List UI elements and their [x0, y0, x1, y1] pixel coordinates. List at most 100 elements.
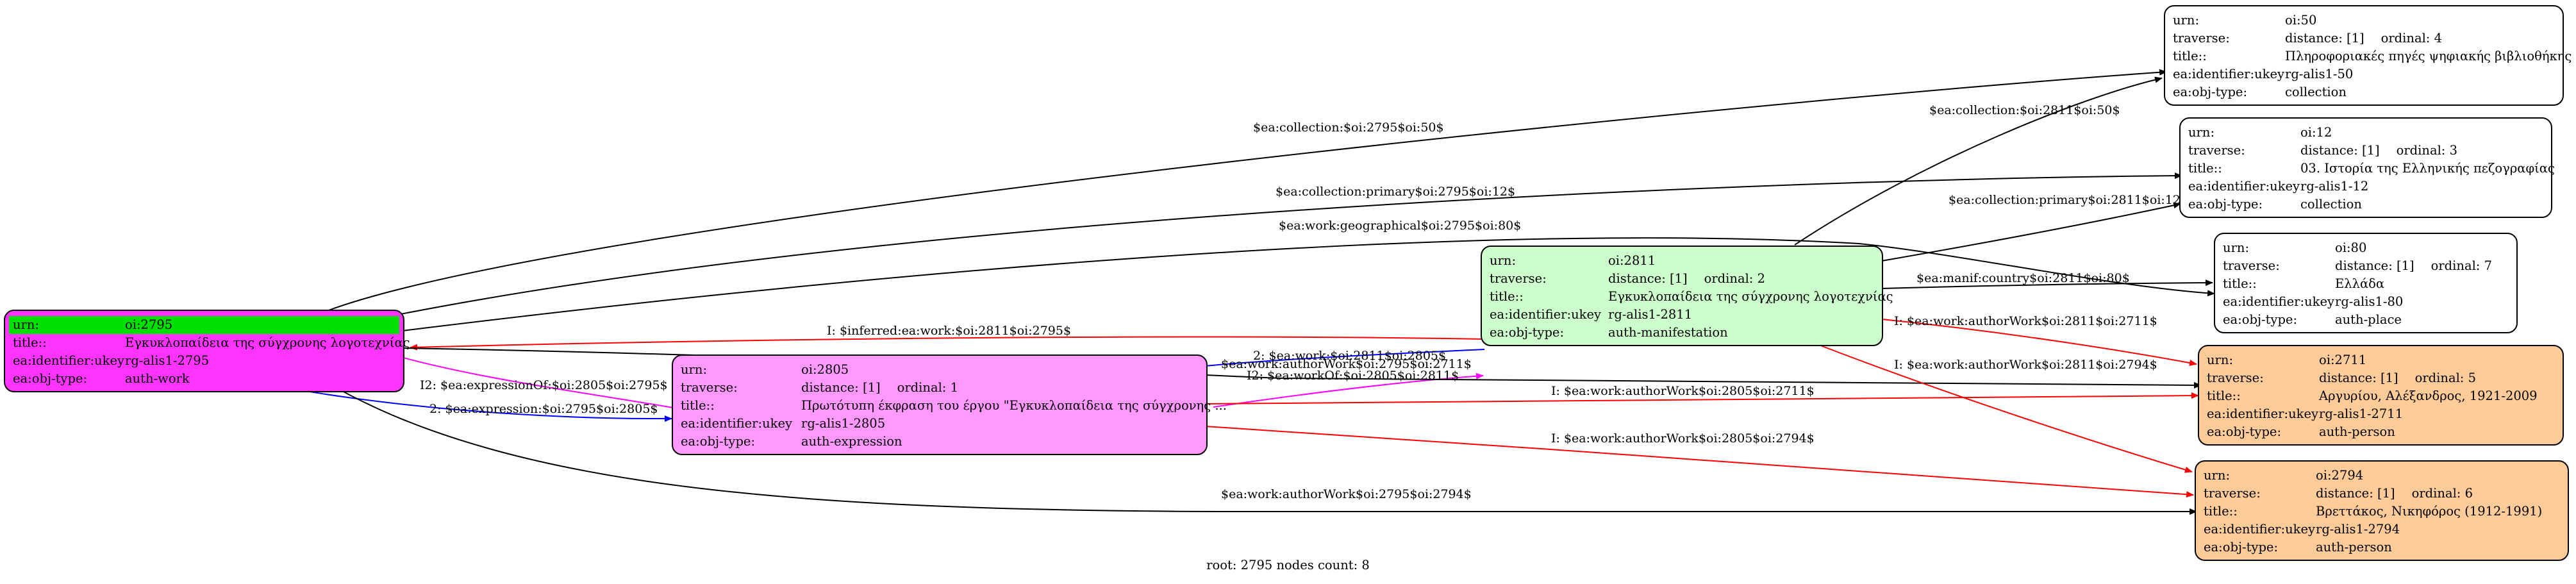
edge-2811-12 — [1877, 202, 2181, 262]
node-2795-urn-row: urn: oi:2795 — [9, 316, 399, 334]
traverse-key: traverse: — [2173, 31, 2230, 46]
urn-key: urn: — [2173, 13, 2200, 28]
distance-value: distance: [1] — [2285, 31, 2364, 46]
ordinal-value: ordinal: 7 — [2431, 258, 2492, 273]
edge-label-2811-12: $ea:collection:primary$oi:2811$oi:12$ — [1949, 193, 2188, 207]
node-2711-identifier-row: ea:identifier:ukey rg-alis1-2711 — [2207, 405, 2555, 423]
title-key: title:: — [2188, 161, 2222, 176]
identifier-key: ea:identifier:ukey — [1490, 307, 1601, 322]
graph-footer: root: 2795 nodes count: 8 — [1206, 558, 1370, 572]
objtype-value: auth-expression — [801, 434, 902, 449]
node-12-title-row: title:: 03. Ιστορία της Ελληνικής πεζογρ… — [2188, 160, 2555, 178]
node-oi-2711[interactable]: urn: oi:2711 traverse: distance: [1]ordi… — [2198, 345, 2564, 446]
node-oi-80[interactable]: urn: oi:80 traverse: distance: [1]ordina… — [2214, 233, 2518, 333]
objtype-key: ea:obj-type: — [2223, 312, 2298, 327]
node-80-urn-row: urn: oi:80 — [2223, 239, 2509, 257]
identifier-value: rg-alis1-2794 — [2316, 522, 2400, 537]
node-2711-title-row: title:: Αργυρίου, Αλέξανδρος, 1921-2009 — [2207, 387, 2555, 405]
objtype-key: ea:obj-type: — [13, 371, 88, 386]
edge-label-2811-2794: I: $ea:work:authorWork$oi:2811$oi:2794$ — [1894, 358, 2157, 372]
edge-label-2805-2711: I: $ea:work:authorWork$oi:2805$oi:2711$ — [1551, 384, 1815, 398]
urn-value: oi:2795 — [125, 317, 173, 332]
objtype-key: ea:obj-type: — [2173, 85, 2248, 99]
urn-value: oi:80 — [2335, 240, 2367, 255]
traverse-key: traverse: — [681, 380, 738, 395]
urn-value: oi:50 — [2285, 13, 2317, 28]
ordinal-value: ordinal: 4 — [2381, 31, 2442, 46]
edge-label-2795-2805: 2: $ea:expression:$oi:2795$oi:2805$ — [429, 402, 658, 416]
ordinal-value: ordinal: 6 — [2411, 486, 2473, 501]
title-value: Ελλάδα — [2335, 276, 2385, 291]
node-2805-title-row: title:: Πρωτότυπη έκφραση του έργου "Εγκ… — [681, 397, 1227, 415]
ordinal-value: ordinal: 5 — [2414, 371, 2476, 385]
node-oi-2805[interactable]: urn: oi:2805 traverse: distance: [1]ordi… — [672, 355, 1227, 455]
edge-label-2811-50: $ea:collection:$oi:2811$oi:50$ — [1929, 103, 2120, 117]
node-2711-urn-row: urn: oi:2711 — [2207, 351, 2555, 369]
node-oi-2794[interactable]: urn: oi:2794 traverse: distance: [1]ordi… — [2195, 460, 2569, 561]
node-80-objtype-row: ea:obj-type: auth-place — [2223, 311, 2509, 329]
title-value: Αργυρίου, Αλέξανδρος, 1921-2009 — [2319, 388, 2538, 403]
identifier-key: ea:identifier:ukey — [2207, 406, 2318, 421]
objtype-value: collection — [2285, 85, 2347, 99]
objtype-key: ea:obj-type: — [2188, 197, 2263, 212]
node-2794-urn-row: urn: oi:2794 — [2204, 467, 2560, 485]
node-2794-traverse-row: traverse: distance: [1]ordinal: 6 — [2204, 485, 2560, 503]
ordinal-value: ordinal: 1 — [897, 380, 958, 395]
title-key: title:: — [13, 335, 47, 350]
edge-2805-2795 — [365, 345, 674, 408]
node-2811-urn-row: urn: oi:2811 — [1490, 252, 1874, 270]
node-80-identifier-row: ea:identifier:ukey rg-alis1-80 — [2223, 293, 2509, 311]
node-oi-2811[interactable]: urn: oi:2811 traverse: distance: [1]ordi… — [1481, 246, 1893, 346]
objtype-value: auth-person — [2316, 540, 2392, 555]
traverse-key: traverse: — [2223, 258, 2280, 273]
edge-label-2805-2794: I: $ea:work:authorWork$oi:2805$oi:2794$ — [1551, 431, 1815, 446]
node-oi-12[interactable]: urn: oi:12 traverse: distance: [1]ordina… — [2179, 117, 2555, 218]
node-2711-traverse-row: traverse: distance: [1]ordinal: 5 — [2207, 369, 2555, 387]
identifier-key: ea:identifier:ukey — [2204, 522, 2315, 537]
urn-key: urn: — [2188, 125, 2215, 140]
urn-value: oi:2805 — [801, 362, 849, 377]
title-key: title:: — [2173, 49, 2207, 63]
edge-2811-2795-inferred — [410, 336, 1485, 351]
edge-label-2811-2805: 2: $ea:work:$oi:2811$oi:2805$ — [1253, 349, 1446, 363]
distance-value: distance: [1] — [2316, 486, 2395, 501]
edge-2811-50 — [1794, 76, 2163, 246]
distance-value: distance: [1] — [2300, 143, 2380, 158]
node-50-urn-row: urn: oi:50 — [2173, 12, 2555, 29]
node-oi-50[interactable]: urn: oi:50 traverse: distance: [1] ordina… — [2164, 5, 2572, 106]
ordinal-value: ordinal: 3 — [2396, 143, 2457, 158]
distance-value: distance: [1] — [1608, 271, 1688, 286]
title-key: title:: — [1490, 289, 1524, 304]
identifier-value: rg-alis1-2795 — [125, 353, 210, 368]
node-2795-title-row: title:: Εγκυκλοπαίδεια της σύγχρονης λογ… — [13, 334, 410, 352]
title-key: title:: — [2207, 388, 2241, 403]
ordinal-value: ordinal: 2 — [1704, 271, 1765, 286]
urn-key: urn: — [1490, 253, 1517, 268]
node-2795-identifier-row: ea:identifier:ukey rg-alis1-2795 — [13, 352, 395, 370]
urn-value: oi:2811 — [1608, 253, 1656, 268]
node-50-title-row: title:: Πληροφοριακές πηγές ψηφιακής βιβ… — [2173, 47, 2572, 65]
node-12-urn-row: urn: oi:12 — [2188, 124, 2543, 142]
node-12-objtype-row: ea:obj-type: collection — [2188, 196, 2543, 213]
edge-2811-2711 — [1881, 319, 2197, 366]
objtype-key: ea:obj-type: — [2204, 540, 2279, 555]
title-key: title:: — [681, 398, 715, 413]
node-2811-traverse-row: traverse: distance: [1]ordinal: 2 — [1490, 270, 1874, 288]
node-2805-traverse-row: traverse: distance: [1]ordinal: 1 — [681, 379, 1199, 397]
node-2811-identifier-row: ea:identifier:ukey rg-alis1-2811 — [1490, 306, 1874, 324]
edge-label-2795-12: $ea:collection:primary$oi:2795$oi:12$ — [1276, 185, 1515, 199]
node-oi-2795[interactable]: urn: oi:2795 title:: Εγκυκλοπαίδεια της … — [4, 310, 410, 392]
identifier-value: rg-alis1-2805 — [801, 416, 886, 431]
identifier-value: rg-alis1-2711 — [2319, 406, 2404, 421]
objtype-value: auth-person — [2319, 424, 2395, 439]
urn-value: oi:2794 — [2316, 468, 2364, 483]
edge-2805-2811 — [1213, 372, 1484, 408]
identifier-value: rg-alis1-50 — [2285, 67, 2354, 81]
objtype-value: auth-work — [125, 371, 190, 386]
title-value: Πρωτότυπη έκφραση του έργου "Εγκυκλοπαίδ… — [801, 398, 1227, 413]
identifier-key: ea:identifier:ukey — [2223, 294, 2334, 309]
node-2805-identifier-row: ea:identifier:ukey rg-alis1-2805 — [681, 415, 1199, 433]
node-2805-objtype-row: ea:obj-type: auth-expression — [681, 433, 1199, 451]
node-2711-objtype-row: ea:obj-type: auth-person — [2207, 423, 2555, 441]
